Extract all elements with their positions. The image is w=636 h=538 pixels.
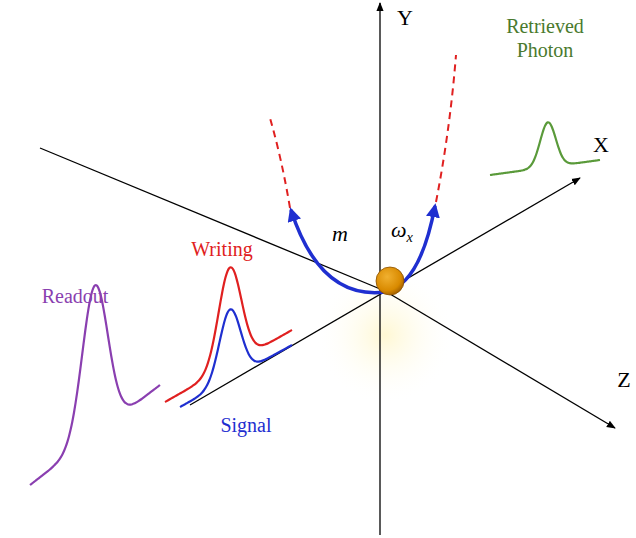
dashed-trajectory [436,55,456,202]
pulse-label: Signal [220,413,271,437]
z-axis [385,291,615,428]
axis-label: Y [397,5,413,31]
glow [315,265,455,405]
y-axis [379,3,380,535]
pulse [490,122,600,175]
pulse-label: Readout [42,284,109,308]
pulse [30,285,160,485]
mass-label: m [332,221,348,247]
pulse-label: Writing [191,237,252,261]
axis-label: Z [617,367,630,393]
x-axis [190,178,580,405]
pulse [165,267,292,402]
pulse [180,309,292,407]
axis-label: X [593,132,609,158]
dashed-trajectory [270,118,290,208]
pulse-label: Retrieved Photon [490,14,600,62]
particle [376,267,404,295]
blue-trajectory [291,210,385,293]
frequency-label: ωx [391,217,413,247]
axis-line [40,148,385,291]
